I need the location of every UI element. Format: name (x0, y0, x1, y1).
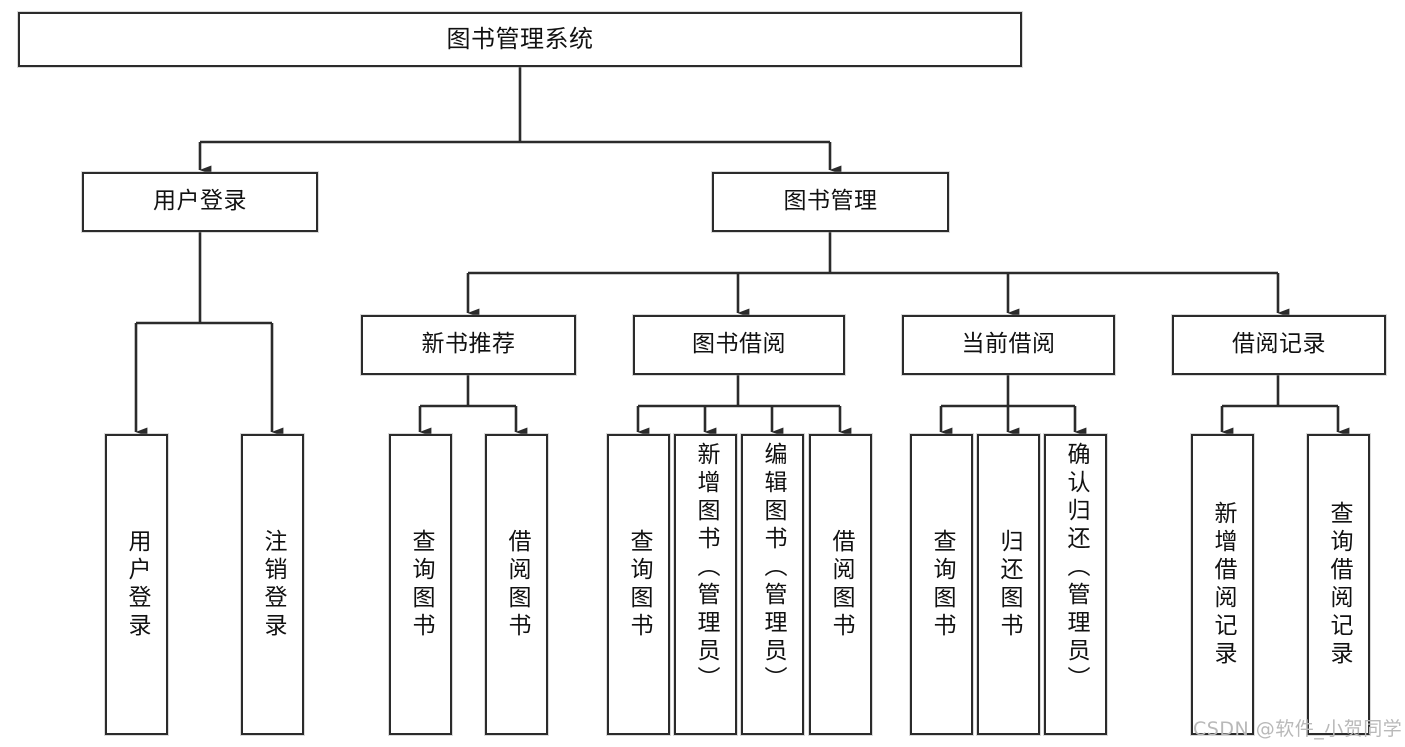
leaf-book-borrow-borrow[interactable]: 借阅图书 (809, 434, 872, 735)
leaf-user-login-signout-label: 注销登录 (260, 528, 286, 641)
leaf-book-borrow-add-label: 新增图书（管理员） (693, 442, 719, 694)
node-current-borrow-label: 当前借阅 (961, 331, 1056, 358)
csdn-watermark: CSDN @软件_小贺同学 (1193, 718, 1403, 740)
node-user-login[interactable]: 用户登录 (82, 172, 318, 232)
leaf-borrow-record-query[interactable]: 查询借阅记录 (1307, 434, 1370, 735)
leaf-book-borrow-borrow-label: 借阅图书 (828, 528, 854, 641)
node-book-management-label: 图书管理 (783, 188, 878, 215)
node-book-borrow[interactable]: 图书借阅 (633, 315, 845, 375)
node-new-book-recommend-label: 新书推荐 (421, 331, 516, 358)
leaf-borrow-record-query-label: 查询借阅记录 (1326, 500, 1352, 669)
leaf-current-borrow-return-label: 归还图书 (996, 528, 1022, 641)
leaf-user-login-signout[interactable]: 注销登录 (241, 434, 304, 735)
leaf-borrow-record-add-label: 新增借阅记录 (1210, 500, 1236, 669)
leaf-user-login-signin[interactable]: 用户登录 (105, 434, 168, 735)
leaf-new-book-borrow-label: 借阅图书 (504, 528, 530, 641)
leaf-book-borrow-add[interactable]: 新增图书（管理员） (674, 434, 737, 735)
leaf-new-book-query-label: 查询图书 (408, 528, 434, 641)
node-user-login-label: 用户登录 (153, 188, 247, 215)
node-borrow-record[interactable]: 借阅记录 (1172, 315, 1386, 375)
leaf-new-book-borrow[interactable]: 借阅图书 (485, 434, 548, 735)
leaf-current-borrow-confirm[interactable]: 确认归还（管理员） (1044, 434, 1107, 735)
node-borrow-record-label: 借阅记录 (1232, 331, 1326, 358)
leaf-current-borrow-query-label: 查询图书 (929, 528, 955, 641)
leaf-current-borrow-return[interactable]: 归还图书 (977, 434, 1040, 735)
leaf-new-book-query[interactable]: 查询图书 (389, 434, 452, 735)
leaf-current-borrow-confirm-label: 确认归还（管理员） (1063, 442, 1089, 694)
leaf-current-borrow-query[interactable]: 查询图书 (910, 434, 973, 735)
leaf-book-borrow-edit[interactable]: 编辑图书（管理员） (741, 434, 804, 735)
node-new-book-recommend[interactable]: 新书推荐 (361, 315, 576, 375)
leaf-book-borrow-query[interactable]: 查询图书 (607, 434, 670, 735)
node-root-system[interactable]: 图书管理系统 (18, 12, 1022, 67)
node-book-borrow-label: 图书借阅 (692, 331, 786, 358)
node-root-system-label: 图书管理系统 (446, 25, 594, 54)
leaf-user-login-signin-label: 用户登录 (124, 528, 150, 641)
leaf-borrow-record-add[interactable]: 新增借阅记录 (1191, 434, 1254, 735)
node-current-borrow[interactable]: 当前借阅 (902, 315, 1115, 375)
leaf-book-borrow-query-label: 查询图书 (626, 528, 652, 641)
leaf-book-borrow-edit-label: 编辑图书（管理员） (760, 442, 786, 694)
node-book-management[interactable]: 图书管理 (712, 172, 949, 232)
